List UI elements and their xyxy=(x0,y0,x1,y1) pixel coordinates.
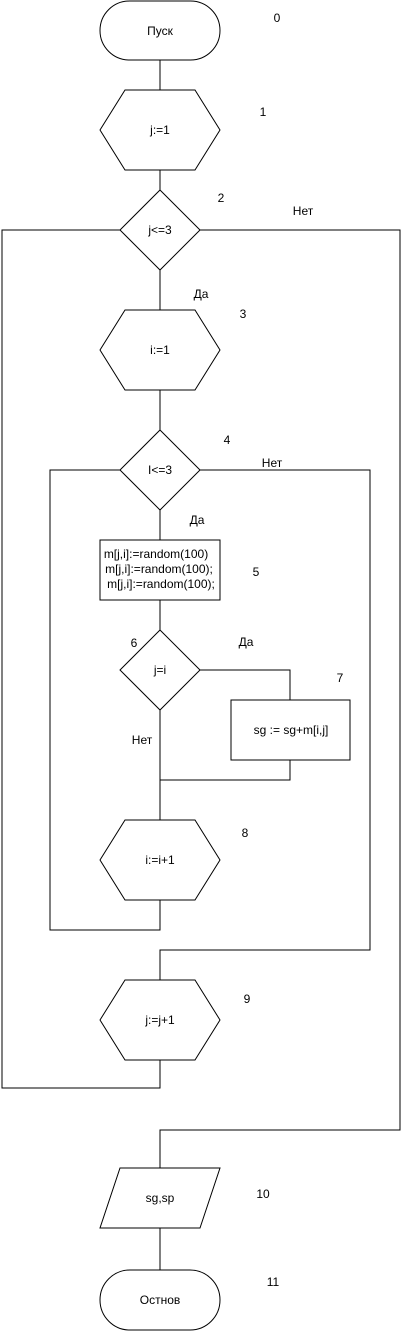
init-j-label: j:=1 xyxy=(149,123,170,137)
step-number-4: 4 xyxy=(224,433,231,447)
step-number-9: 9 xyxy=(244,992,251,1006)
step-number-3: 3 xyxy=(240,307,247,321)
start-label: Пуск xyxy=(147,24,173,38)
cond-i-yes-label: Да xyxy=(190,513,205,527)
assign-line-3: m[j,i]:=random(100); xyxy=(107,577,215,591)
assign-process xyxy=(99,539,221,601)
cond-i-diamond xyxy=(119,429,201,511)
step-number-2: 2 xyxy=(218,191,225,205)
step-number-0: 0 xyxy=(274,11,281,25)
end-terminator xyxy=(99,1269,221,1331)
inc-i-hexagon xyxy=(99,819,221,901)
step-number-11: 11 xyxy=(267,1275,280,1289)
cond-eq-diamond xyxy=(119,629,201,711)
end-label: Остнов xyxy=(140,1293,181,1307)
init-i-hexagon xyxy=(99,309,221,391)
cond-j-label: j<=3 xyxy=(147,223,172,237)
cond-eq-no-label: Нет xyxy=(132,733,153,747)
step-number-7: 7 xyxy=(337,671,344,685)
step-number-5: 5 xyxy=(253,565,260,579)
assign-line-2: m[j,i]:=random(100); xyxy=(105,562,213,576)
edge-cond-j-no xyxy=(159,229,401,1168)
cond-eq-label: j=i xyxy=(153,663,166,677)
inc-i-label: i:=i+1 xyxy=(145,853,175,867)
cond-j-yes-label: Да xyxy=(194,287,209,301)
assign-line-1: m[j,i]:=random(100) xyxy=(104,547,208,561)
step-number-10: 10 xyxy=(256,1187,270,1201)
edge-loop-j-back xyxy=(1,229,161,1089)
sum-label: sg := sg+m[i,j] xyxy=(254,723,329,737)
cond-j-diamond xyxy=(119,189,201,271)
inc-j-hexagon xyxy=(99,979,221,1061)
init-i-label: i:=1 xyxy=(150,343,170,357)
step-number-8: 8 xyxy=(242,826,249,840)
step-number-1: 1 xyxy=(260,105,267,119)
sum-process xyxy=(230,699,351,761)
cond-i-no-label: Нет xyxy=(262,456,283,470)
cond-j-no-label: Нет xyxy=(293,204,314,218)
step-number-6: 6 xyxy=(131,636,138,650)
cond-eq-yes-label: Да xyxy=(239,635,254,649)
cond-i-label: I<=3 xyxy=(148,463,172,477)
edge-sum-merge xyxy=(160,760,291,781)
start-terminator xyxy=(99,0,221,61)
connectors xyxy=(1,60,401,1270)
inc-j-label: j:=j+1 xyxy=(144,1013,175,1027)
output-label: sg,sp xyxy=(146,1191,175,1205)
edge-cond-eq-yes xyxy=(200,669,291,700)
edge-loop-i-back xyxy=(49,469,161,931)
init-j-hexagon xyxy=(99,89,221,171)
edge-cond-i-no xyxy=(159,469,371,980)
output-parallelogram xyxy=(99,1167,221,1229)
